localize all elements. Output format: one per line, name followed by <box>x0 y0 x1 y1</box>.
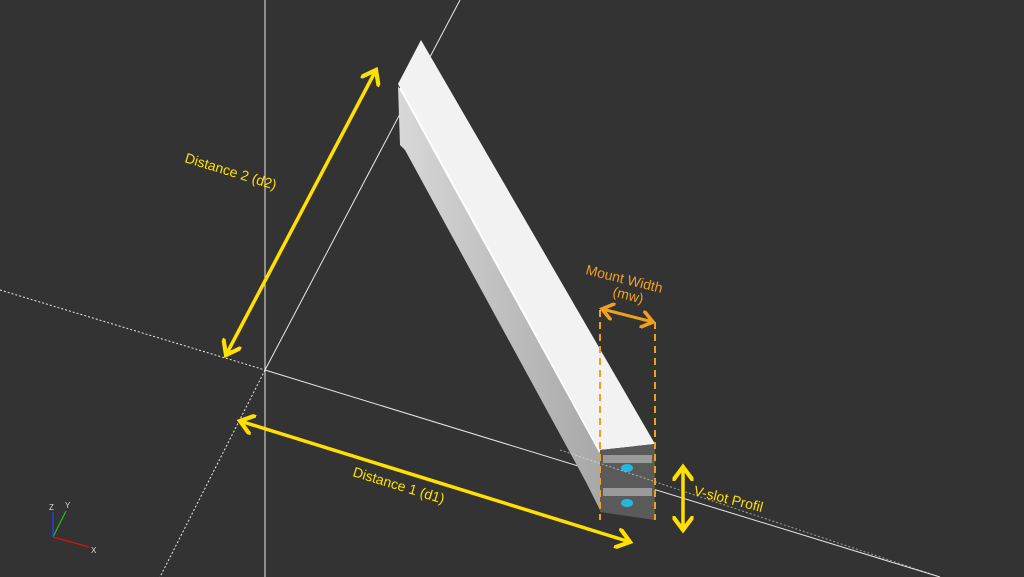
z-axis-label: Z <box>49 503 54 512</box>
mount-width-sublabel: (mw) <box>611 283 645 306</box>
mount-width-arrow <box>602 309 653 322</box>
axes-indicator: X Y Z <box>49 501 97 555</box>
world-axes <box>0 0 941 577</box>
distance1-arrow <box>240 421 630 542</box>
distance2-arrow <box>226 70 376 355</box>
mount-hole-icon <box>621 464 633 472</box>
vslot-label: V-slot Profil <box>692 482 765 515</box>
x-axis-label: X <box>91 546 97 555</box>
y-axis-label: Y <box>65 501 71 510</box>
mount-hole-icon <box>621 499 633 507</box>
distance2-label: Distance 2 (d2) <box>183 150 278 193</box>
x-axis-line <box>52 536 90 548</box>
y-axis-line <box>52 510 67 538</box>
